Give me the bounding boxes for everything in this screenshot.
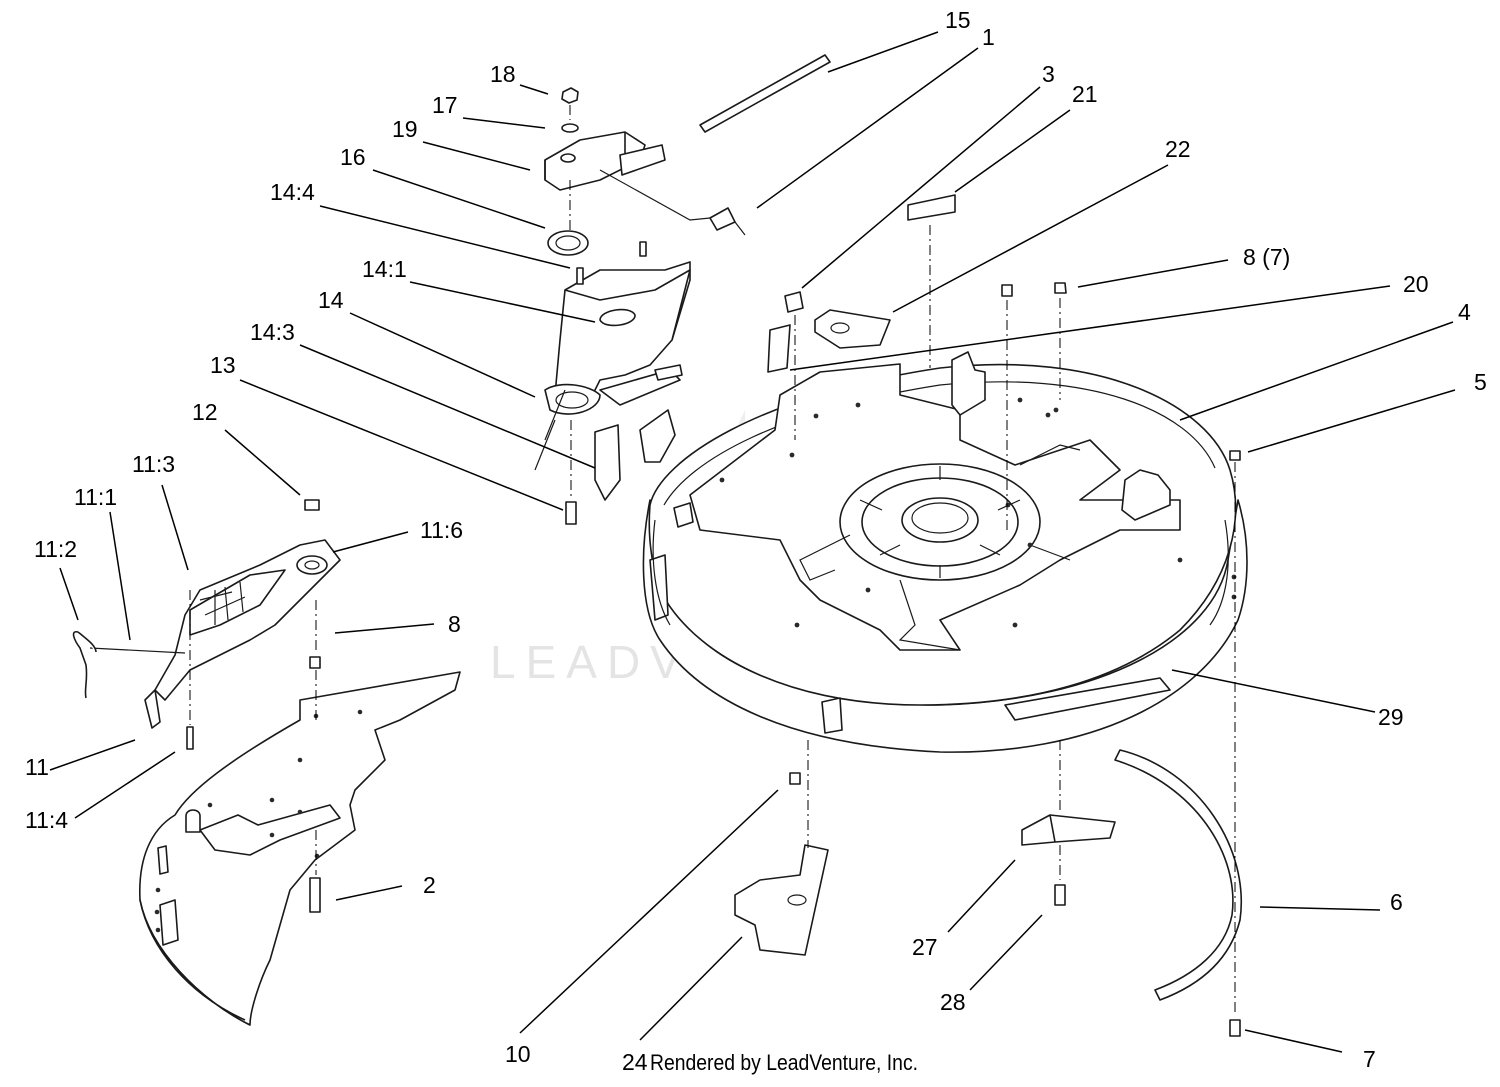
callout-29: 29 xyxy=(1378,704,1404,730)
callout-22: 22 xyxy=(1165,136,1191,162)
callout-11-4: 11:4 xyxy=(25,807,68,833)
callout-7: 7 xyxy=(1363,1046,1376,1072)
callout-18: 18 xyxy=(490,61,516,87)
callout-11-6: 11:6 xyxy=(420,517,463,543)
callout-21: 21 xyxy=(1072,81,1098,107)
callout-12: 12 xyxy=(192,399,218,425)
callout-11-3: 11:3 xyxy=(132,451,175,477)
callout-14: 14 xyxy=(318,287,344,313)
callout-14-3: 14:3 xyxy=(250,319,295,345)
callout-20: 20 xyxy=(1403,271,1429,297)
chute-bracket-assembly xyxy=(534,241,691,525)
callout-8: 8 xyxy=(448,611,461,637)
small-hardware xyxy=(309,194,1242,1037)
mower-deck-housing xyxy=(642,351,1248,753)
callout-1: 1 xyxy=(982,24,995,50)
callout-3: 3 xyxy=(1042,61,1055,87)
callout-8-7: 8 (7) xyxy=(1243,244,1290,270)
callout-19: 19 xyxy=(392,116,418,142)
callout-14-4: 14:4 xyxy=(270,179,315,205)
callout-28: 28 xyxy=(940,989,966,1015)
callout-17: 17 xyxy=(432,92,458,118)
control-arm-assembly xyxy=(544,54,831,256)
callout-labels: 15 1 3 21 22 18 17 19 16 14:4 14:1 14 14… xyxy=(25,7,1487,1075)
callout-24: 24 xyxy=(622,1049,648,1075)
callout-11-1: 11:1 xyxy=(74,484,117,510)
callout-14-1: 14:1 xyxy=(362,256,407,282)
callout-13: 13 xyxy=(210,352,236,378)
callout-11-2: 11:2 xyxy=(34,536,77,562)
callout-16: 16 xyxy=(340,144,366,170)
callout-5: 5 xyxy=(1474,369,1487,395)
callout-6: 6 xyxy=(1390,889,1403,915)
callout-2: 2 xyxy=(423,872,436,898)
chute-deflector xyxy=(72,499,341,750)
alignment-lines xyxy=(189,105,1236,1015)
leader-lines xyxy=(49,31,1456,1053)
callout-27: 27 xyxy=(912,934,938,960)
callout-11: 11 xyxy=(25,754,49,780)
callout-4: 4 xyxy=(1458,299,1471,325)
discharge-shroud xyxy=(139,671,461,1026)
callout-15: 15 xyxy=(945,7,971,33)
render-credit: Rendered by LeadVenture, Inc. xyxy=(650,1050,919,1075)
callout-10: 10 xyxy=(505,1041,531,1067)
